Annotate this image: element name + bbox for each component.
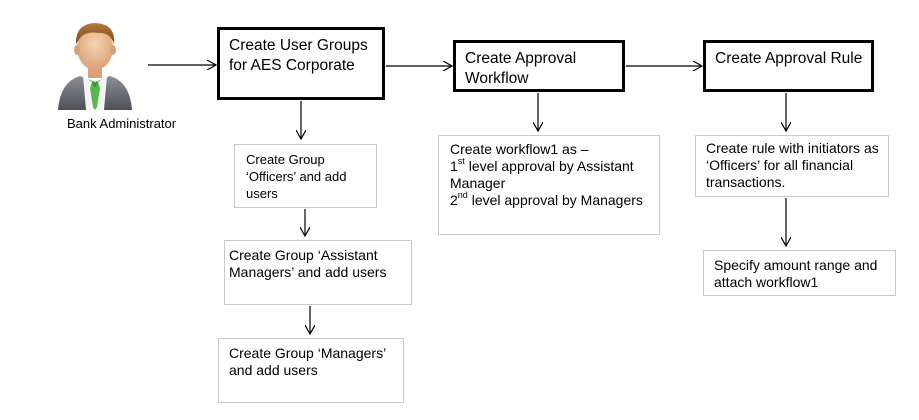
create-approval-workflow-step: Create Approval Workflow — [453, 40, 625, 92]
workflow-level-1-text: 1st level approval by Assistant Manager — [450, 156, 634, 191]
bank-administrator-label: Bank Administrator — [67, 116, 177, 131]
workflow-definition-box: Create workflow1 as – 1st level approval… — [438, 135, 660, 235]
create-approval-rule-step: Create Approval Rule — [703, 40, 874, 92]
rule-initiators-text: Create rule with initiators as ‘Officers… — [706, 140, 879, 190]
bank-administrator-icon — [58, 23, 132, 110]
workflow-level-2-text: 2nd level approval by Managers — [450, 190, 643, 208]
group-officers-box: Create Group ‘Officers’ and add users — [234, 144, 377, 208]
group-assistant-managers-box: Create Group ‘Assistant Managers’ and ad… — [224, 240, 412, 305]
group-managers-text: Create Group ‘Managers’ and add users — [229, 345, 386, 378]
group-managers-box: Create Group ‘Managers’ and add users — [218, 338, 404, 403]
rule-amount-range-text: Specify amount range and attach workflow… — [714, 257, 878, 290]
create-approval-workflow-text: Create Approval Workflow — [465, 50, 577, 87]
create-user-groups-step: Create User Groups for AES Corporate — [217, 27, 385, 100]
rule-amount-range-box: Specify amount range and attach workflow… — [703, 250, 896, 296]
group-assistant-managers-text: Create Group ‘Assistant Managers’ and ad… — [229, 247, 387, 280]
group-officers-text: Create Group ‘Officers’ and add users — [246, 152, 347, 201]
create-user-groups-text: Create User Groups for AES Corporate — [229, 37, 368, 74]
create-approval-rule-text: Create Approval Rule — [715, 50, 863, 67]
workflow-intro-text: Create workflow1 as – — [450, 141, 589, 157]
rule-initiators-box: Create rule with initiators as ‘Officers… — [695, 135, 889, 197]
